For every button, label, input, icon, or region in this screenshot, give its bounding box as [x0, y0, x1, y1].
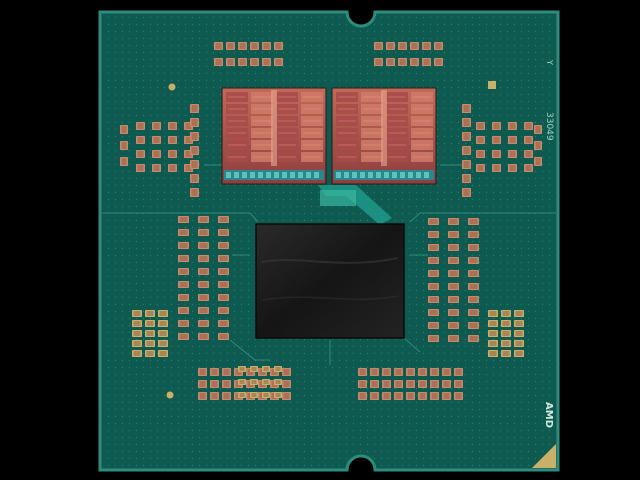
- gold-pad-block-right: [488, 310, 524, 357]
- ccd-chiplet: [331, 87, 437, 185]
- pin1-corner-marker: [532, 444, 556, 468]
- package-markings: 33049 Y AMD: [543, 59, 554, 428]
- capacitor-group-left-outer: [120, 125, 128, 166]
- brand-logo-text: AMD: [543, 402, 554, 428]
- capacitor-group-io-left: [178, 216, 229, 340]
- part-code-label: 33049: [544, 112, 554, 141]
- ccd-chiplet: [221, 87, 327, 185]
- fiducial-dot: [166, 391, 174, 399]
- corner-letter-label: Y: [545, 59, 554, 65]
- capacitor-group-top-right: [374, 42, 443, 66]
- compute-chiplets: [221, 87, 437, 185]
- io-die: [255, 223, 405, 339]
- capacitor-group-right: [476, 122, 533, 172]
- gold-pad-block-bottom: [238, 366, 282, 398]
- chiplet-interconnect: [318, 185, 392, 225]
- fiducial-square: [488, 81, 496, 89]
- capacitor-group-top-left: [214, 42, 283, 66]
- capacitor-group-left-inner: [190, 104, 199, 197]
- capacitor-group-io-right: [428, 218, 479, 342]
- capacitor-group-right-inner: [462, 104, 471, 197]
- trace-lines: [102, 164, 556, 365]
- capacitor-group-bottom-right: [358, 368, 463, 400]
- fiducial-dot: [168, 83, 176, 91]
- capacitor-group-right-outer: [534, 125, 542, 166]
- gold-pad-block-left: [132, 310, 168, 357]
- capacitor-arrays: [120, 42, 542, 400]
